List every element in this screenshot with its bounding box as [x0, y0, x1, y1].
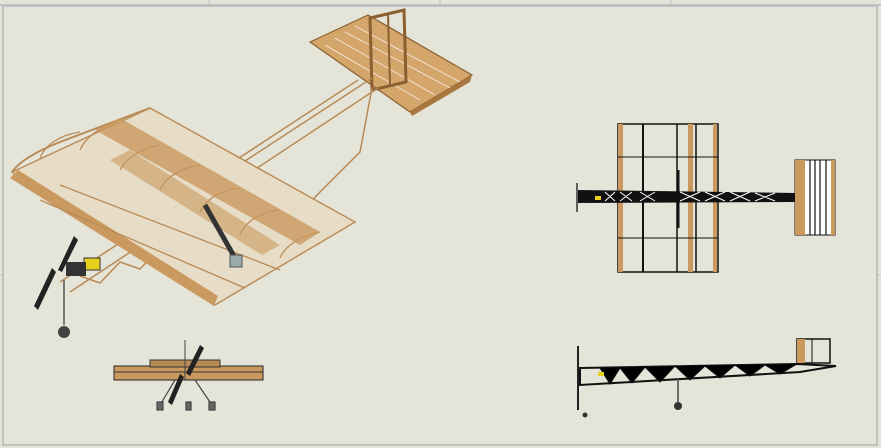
propeller [34, 236, 78, 310]
side-view[interactable] [577, 338, 837, 418]
fuselage-top [576, 183, 835, 212]
tail-wheel [58, 280, 70, 338]
engine [66, 257, 101, 276]
tail-plane [308, 14, 474, 116]
landing-gear-front [156, 379, 216, 411]
vertical-fin [368, 8, 408, 92]
wheel-side [582, 378, 682, 418]
top-view[interactable] [576, 123, 836, 273]
front-view[interactable] [113, 340, 264, 411]
tail-plane-top [794, 159, 836, 236]
wing-strut [202, 203, 243, 268]
vertical-fin-side [796, 338, 831, 364]
isometric-view[interactable] [10, 8, 474, 338]
main-wing [10, 107, 357, 306]
propeller-front [168, 340, 204, 405]
